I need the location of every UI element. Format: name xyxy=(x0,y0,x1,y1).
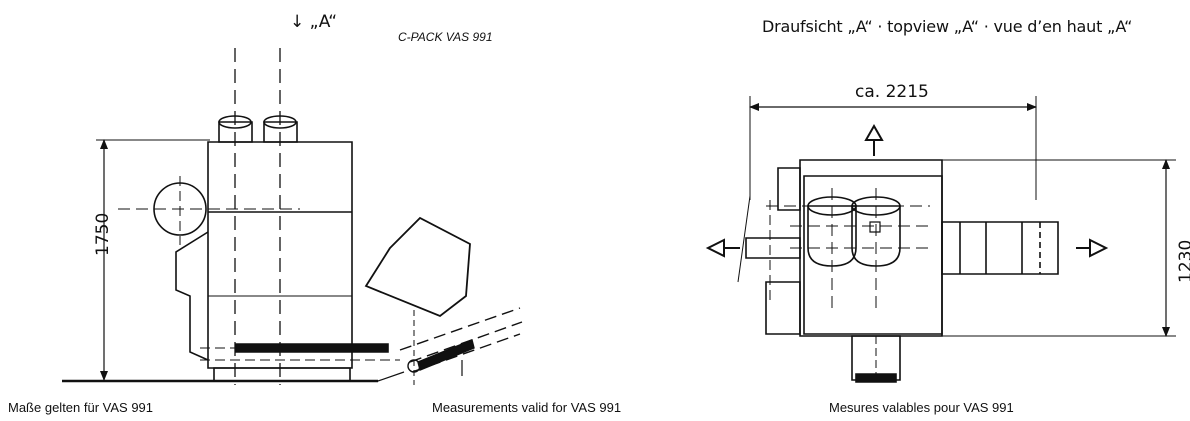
top-outlet-foot xyxy=(856,374,896,382)
top-left-module-upper xyxy=(778,168,800,210)
ground-slope xyxy=(352,372,404,381)
view-direction-label: ↓ „A“ xyxy=(290,12,338,32)
caption-english: Measurements valid for VAS 991 xyxy=(432,400,622,415)
filter-cap-right xyxy=(264,116,296,128)
side-panel xyxy=(176,232,208,360)
height-dimension-label: 1750 xyxy=(93,212,113,256)
hopper xyxy=(366,218,470,316)
top-view xyxy=(708,96,1176,382)
top-conveyor xyxy=(942,222,1058,274)
model-title: C-PACK VAS 991 xyxy=(398,30,493,44)
direction-arrows xyxy=(708,126,1106,256)
width-extension-slant xyxy=(738,196,750,282)
width-dimension-label: ca. 2215 xyxy=(855,82,929,102)
caption-german: Maße gelten für VAS 991 xyxy=(8,400,154,415)
side-view xyxy=(62,48,522,385)
caption-french: Mesures valables pour VAS 991 xyxy=(829,400,1014,415)
top-left-module-lower xyxy=(766,282,800,334)
feed-rail xyxy=(236,344,388,352)
topview-title: Draufsicht „A“ · topview „A“ · vue d’en … xyxy=(762,17,1133,36)
top-inner-box xyxy=(804,176,942,334)
depth-dimension-label: 1230 xyxy=(1176,239,1190,283)
filter-cap-left xyxy=(219,116,251,128)
inclined-conveyor xyxy=(400,308,522,385)
base-skid xyxy=(214,368,350,381)
top-valve xyxy=(870,222,880,232)
